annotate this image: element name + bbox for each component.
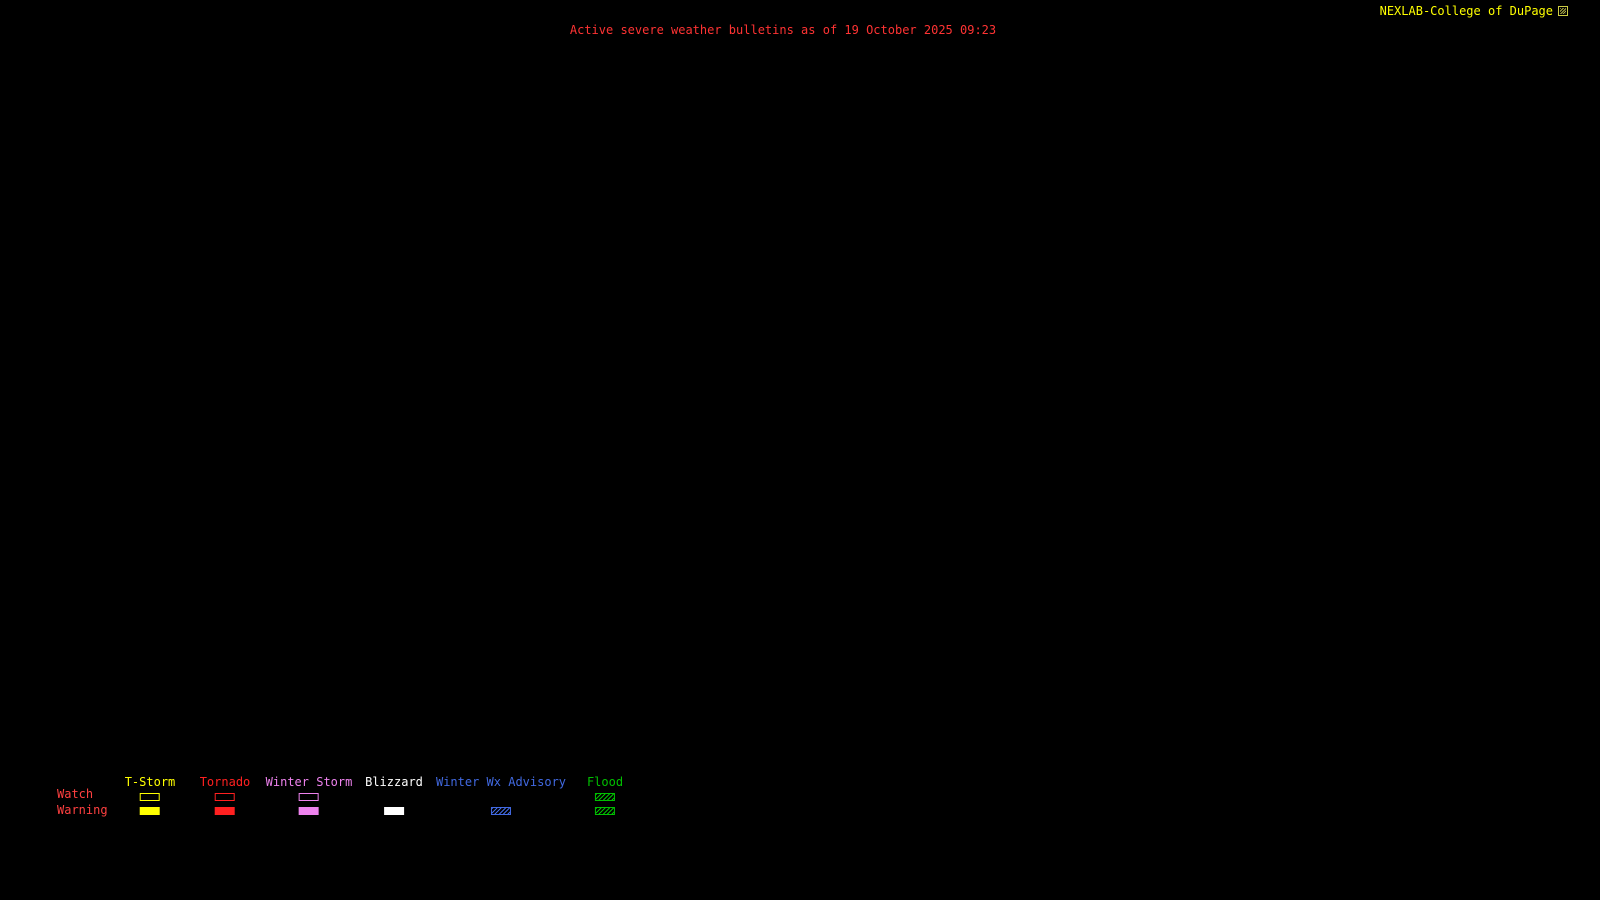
tstorm-watch-swatch [139,792,160,801]
legend-warning-row-label: Warning [57,803,108,817]
legend-watch-row-label: Watch [57,787,94,801]
source-label: NEXLAB-College of DuPage [1379,4,1553,18]
tstorm-warning-swatch [139,806,160,815]
winter-wx-advisory-warning-swatch [490,806,511,815]
legend-col-tornado: Tornado [199,775,251,817]
legend-col-tstorm: T-Storm [124,775,176,817]
blizzard-warning-swatch [383,806,404,815]
legend-label-flood: Flood [586,775,624,789]
legend-col-flood: Flood [587,775,623,817]
legend-col-winter-storm: Winter Storm [265,775,353,817]
bulletin-title: Active severe weather bulletins as of 19… [569,23,997,37]
winter-storm-watch-swatch [298,792,319,801]
cod-logo-icon [1558,6,1568,16]
source-attribution: NEXLAB-College of DuPage [1380,4,1568,18]
legend-label-winter-storm: Winter Storm [265,775,353,789]
legend-col-blizzard: Blizzard [365,775,423,817]
legend-label-winter-wx-advisory: Winter Wx Advisory [435,775,567,789]
tornado-watch-swatch [214,792,235,801]
legend-label-tstorm: T-Storm [124,775,176,789]
flood-warning-swatch [595,806,615,815]
winter-storm-warning-swatch [298,806,319,815]
tornado-warning-swatch [214,806,235,815]
legend-label-blizzard: Blizzard [365,775,423,789]
legend-label-tornado: Tornado [199,775,251,789]
legend-col-winter-wx-advisory: Winter Wx Advisory [436,775,566,817]
legend: Watch Warning T-Storm Tornado Winter Sto… [0,775,720,825]
flood-watch-swatch [595,792,615,801]
